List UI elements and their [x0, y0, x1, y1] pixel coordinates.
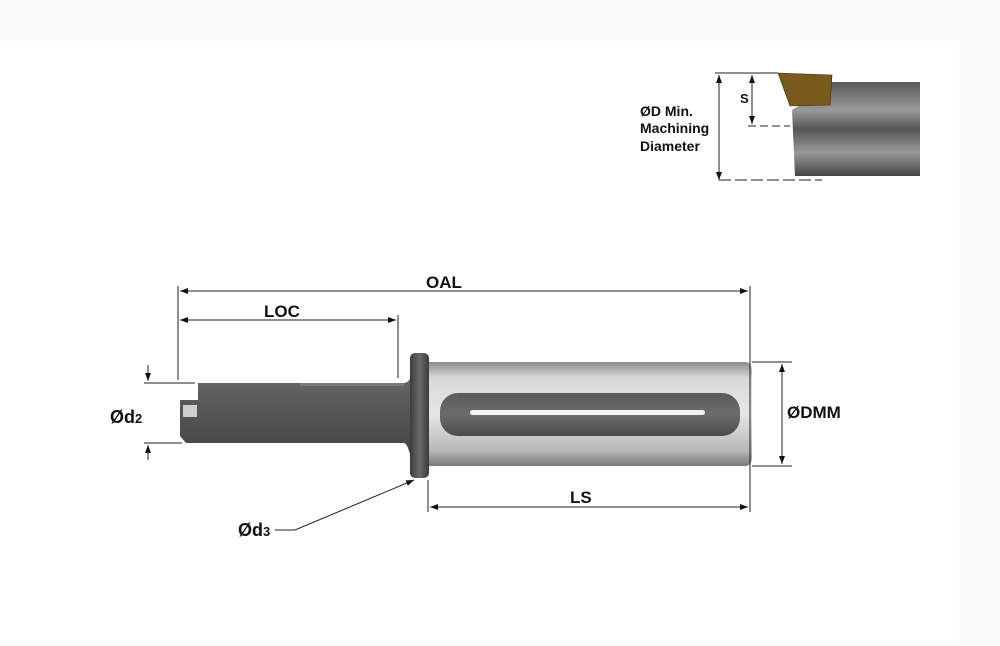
dimension-lines — [144, 286, 792, 531]
min-dia-line3: Diameter — [640, 138, 700, 154]
oal-label: OAL — [426, 273, 462, 292]
min-dia-line1: ØD Min. — [640, 103, 693, 119]
cutting-section — [180, 372, 412, 470]
inset-detail: S ØD Min. Machining Diameter — [640, 72, 920, 181]
flange — [410, 353, 429, 478]
insert-icon — [777, 72, 833, 107]
min-dia-line2: Machining — [640, 120, 709, 136]
ls-label: LS — [570, 488, 592, 507]
s-label: S — [740, 91, 749, 106]
loc-label: LOC — [264, 302, 300, 321]
flat-highlight — [470, 410, 705, 415]
d3-label: Ød3 — [238, 520, 270, 540]
d2-label: Ød2 — [110, 407, 142, 427]
dmm-label: ØDMM — [787, 403, 841, 422]
shank — [428, 362, 752, 466]
